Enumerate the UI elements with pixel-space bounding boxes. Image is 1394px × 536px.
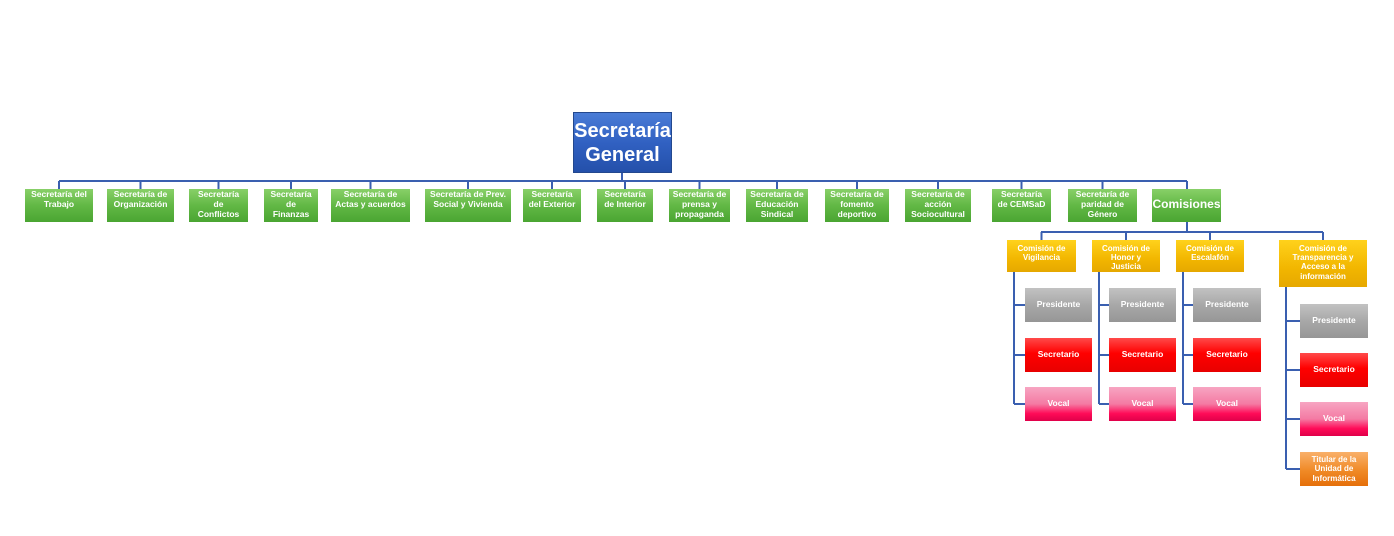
node-comision-1-vocal: Vocal [1025, 387, 1092, 421]
node-secretaria-4: Secretaría de Finanzas [264, 189, 318, 222]
node-comision-1: Comisión de Vigilancia [1007, 240, 1076, 272]
node-secretaria-8: Secretaría de Interior [597, 189, 653, 222]
node-secretaria-1: Secretaría del Trabajo [25, 189, 93, 222]
node-secretaria-13: Secretaría de CEMSaD [992, 189, 1051, 222]
node-comision-3-presidente: Presidente [1193, 288, 1261, 322]
node-secretaria-7: Secretaría del Exterior [523, 189, 581, 222]
node-comisiones: Comisiones [1152, 189, 1221, 222]
node-comision-3-secretario: Secretario [1193, 338, 1261, 372]
node-comision-4: Comisión de Transparencia y Acceso a la … [1279, 240, 1367, 287]
node-secretaria-5: Secretaría de Actas y acuerdos [331, 189, 410, 222]
node-secretaria-9: Secretaría de prensa y propaganda [669, 189, 730, 222]
node-secretaria-2: Secretaría de Organización [107, 189, 174, 222]
root-node-secretaria-general: Secretaría General [573, 112, 672, 173]
node-secretaria-14: Secretaría de paridad de Género [1068, 189, 1137, 222]
node-comision-4-vocal: Vocal [1300, 402, 1368, 436]
node-comision-3: Comisión de Escalafón [1176, 240, 1244, 272]
node-comision-4-secretario: Secretario [1300, 353, 1368, 387]
node-comision-4-presidente: Presidente [1300, 304, 1368, 338]
node-comision-2-vocal: Vocal [1109, 387, 1176, 421]
node-secretaria-11: Secretaría de fomento deportivo [825, 189, 889, 222]
node-secretaria-6: Secretaría de Prev. Social y Vivienda [425, 189, 511, 222]
node-comision-1-presidente: Presidente [1025, 288, 1092, 322]
node-comision-3-vocal: Vocal [1193, 387, 1261, 421]
node-comision-1-secretario: Secretario [1025, 338, 1092, 372]
node-comision-2-presidente: Presidente [1109, 288, 1176, 322]
node-comision-2: Comisión de Honor y Justicia [1092, 240, 1160, 272]
node-secretaria-10: Secretaría de Educación Sindical [746, 189, 808, 222]
node-comision-2-secretario: Secretario [1109, 338, 1176, 372]
node-comision-4-titular: Titular de la Unidad de Informática [1300, 452, 1368, 486]
node-secretaria-3: Secretaría de Conflictos [189, 189, 248, 222]
node-secretaria-12: Secretaría de acción Sociocultural [905, 189, 971, 222]
